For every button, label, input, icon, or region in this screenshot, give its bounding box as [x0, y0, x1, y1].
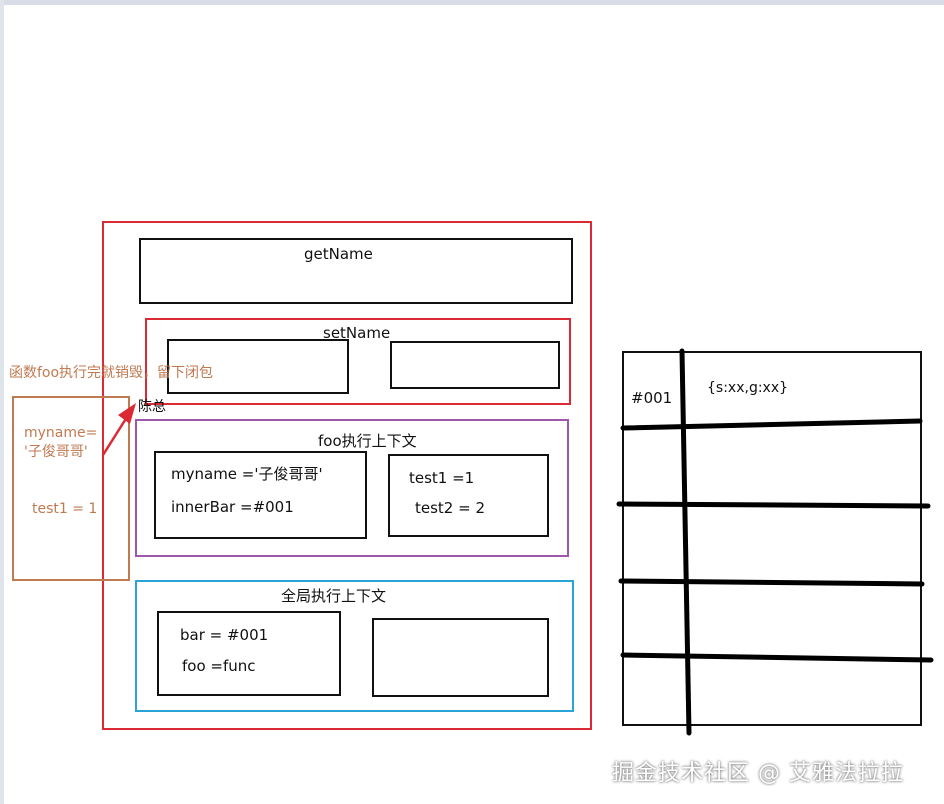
retained-closure-box	[12, 396, 130, 581]
foo-context-label: foo执行上下文	[318, 432, 417, 450]
foo-context-box	[135, 419, 569, 557]
watermark: 掘金技术社区 @ 艾雅法拉拉	[612, 761, 904, 786]
heap-row-line-2	[616, 501, 931, 509]
set-name-inner-right-box	[390, 341, 560, 389]
set-name-box	[145, 318, 571, 405]
heap-column-divider	[679, 348, 692, 736]
global-var-bar: bar = #001	[180, 626, 269, 644]
destroy-note: 函数foo执行完就销毁，留下闭包	[9, 365, 214, 381]
foo-variables-right-box	[388, 454, 549, 537]
retained-var-myname-value: '子俊哥哥'	[24, 444, 88, 460]
heap-row-line-4	[620, 652, 934, 663]
global-var-foo: foo =func	[182, 657, 256, 675]
global-context-box	[135, 580, 574, 712]
retained-var-myname: myname=	[24, 425, 98, 441]
global-variables-left-box	[157, 611, 341, 696]
global-context-label: 全局执行上下文	[281, 587, 387, 605]
heap-value: {s:xx,g:xx}	[707, 380, 789, 396]
get-name-box	[139, 238, 573, 304]
retained-var-test1: test1 = 1	[32, 501, 98, 517]
foo-var-myname: myname ='子俊哥哥'	[171, 465, 323, 483]
global-variables-right-box	[372, 618, 549, 697]
foo-var-innerbar: innerBar =#001	[171, 498, 294, 516]
set-name-inner-left-box	[167, 339, 349, 394]
window-left-edge	[0, 0, 4, 804]
closure-object-box	[102, 221, 592, 730]
arrow-shaft	[101, 416, 129, 456]
heap-row-line-1	[620, 418, 923, 431]
closure-label: 陈总	[138, 399, 166, 415]
window-top-bar	[0, 0, 944, 5]
get-name-label: getName	[304, 245, 373, 263]
foo-var-test1: test1 =1	[409, 469, 475, 487]
set-name-label: setName	[323, 324, 391, 342]
arrow-head	[118, 403, 136, 424]
heap-table-box	[622, 351, 922, 726]
heap-row-line-3	[618, 578, 925, 587]
foo-variables-left-box	[154, 451, 367, 539]
heap-address: #001	[631, 389, 673, 407]
foo-var-test2: test2 = 2	[415, 499, 485, 517]
